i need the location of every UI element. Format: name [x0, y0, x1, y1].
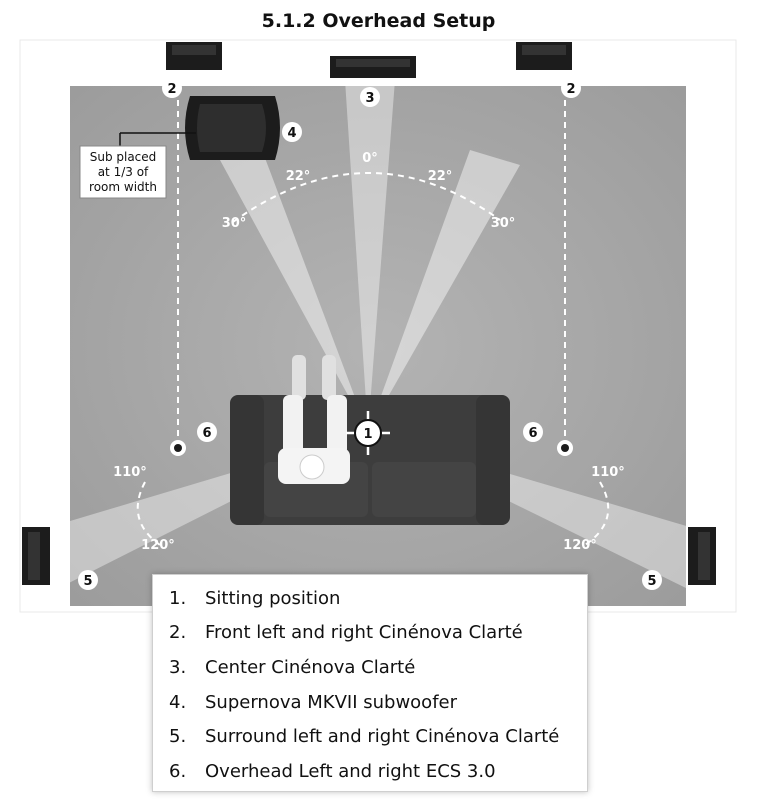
surround-right-speaker [688, 527, 716, 585]
marker-sub-badge: 4 [282, 122, 302, 142]
legend-number: 6. [169, 760, 187, 782]
legend-item: 5. Surround left and right Cinénova Clar… [169, 719, 587, 754]
sub-note-line-2: at 1/3 of [98, 165, 149, 179]
legend-item: 2. Front left and right Cinénova Clarté [169, 616, 587, 651]
legend-number: 2. [169, 622, 187, 644]
legend-text: Front left and right Cinénova Clarté [205, 622, 523, 644]
angle-front-inner-left: 22° [286, 169, 311, 184]
legend-number: 5. [169, 726, 187, 748]
sub-note-box [79, 145, 167, 199]
marker-sitting: 1 [363, 427, 372, 442]
marker-surround-right-badge: 5 [642, 570, 662, 590]
legend-box: 1. Sitting position 2. Front left and ri… [152, 574, 588, 792]
legend-item: 4. Supernova MKVII subwoofer [169, 685, 587, 720]
marker-sub: 4 [287, 126, 296, 141]
beam-front-right [368, 150, 520, 432]
marker-front-left: 2 [167, 82, 176, 97]
marker-overhead-left-badge: 6 [197, 422, 217, 442]
legend-text: Supernova MKVII subwoofer [205, 691, 457, 713]
sitting-position-crosshair: 1 [346, 411, 390, 455]
surround-arc-left [136, 481, 161, 546]
marker-center: 3 [365, 91, 374, 106]
marker-front-left-badge: 2 [162, 78, 182, 98]
subwoofer [185, 96, 280, 160]
overhead-right-speaker [557, 440, 573, 456]
diagram-title: 5.1.2 Overhead Setup [261, 10, 496, 32]
sofa [230, 395, 510, 525]
legend-item: 3. Center Cinénova Clarté [169, 650, 587, 685]
legend-number: 4. [169, 691, 187, 713]
legend-text: Surround left and right Cinénova Clarté [205, 726, 560, 748]
marker-surround-right: 5 [647, 574, 656, 589]
angle-front-outer-right: 30° [491, 216, 516, 231]
marker-overhead-right-badge: 6 [523, 422, 543, 442]
angle-surround-upper-left: 110° [113, 465, 147, 480]
center-speaker [330, 56, 416, 78]
angle-front-inner-right: 22° [428, 169, 453, 184]
legend-item: 1. Sitting position [169, 581, 587, 616]
angle-surround-lower-left: 120° [141, 538, 175, 553]
beam-center [345, 80, 395, 432]
marker-front-right-badge: 2 [561, 78, 581, 98]
chair [278, 355, 350, 484]
marker-overhead-right: 6 [528, 426, 537, 441]
marker-front-right: 2 [566, 82, 575, 97]
marker-center-badge: 3 [360, 87, 380, 107]
angle-front-outer-left: 30° [222, 216, 247, 231]
marker-surround-left-badge: 5 [78, 570, 98, 590]
front-right-speaker [516, 42, 572, 70]
legend-text: Overhead Left and right ECS 3.0 [205, 760, 496, 782]
angle-surround-lower-right: 120° [563, 538, 597, 553]
overhead-left-speaker [170, 440, 186, 456]
legend-text: Sitting position [205, 587, 341, 609]
legend-text: Center Cinénova Clarté [205, 656, 416, 678]
sub-note-line-1: Sub placed [90, 150, 157, 164]
sub-note-line-3: room width [89, 180, 157, 194]
angle-surround-upper-right: 110° [591, 465, 625, 480]
front-arc [232, 172, 501, 223]
legend-item: 6. Overhead Left and right ECS 3.0 [169, 754, 587, 789]
marker-overhead-left: 6 [202, 426, 211, 441]
marker-surround-left: 5 [83, 574, 92, 589]
surround-left-speaker [22, 527, 50, 585]
front-left-speaker [166, 42, 222, 70]
surround-arc-right [584, 481, 610, 546]
legend-number: 3. [169, 656, 187, 678]
angle-center: 0° [362, 151, 378, 166]
legend-number: 1. [169, 587, 187, 609]
